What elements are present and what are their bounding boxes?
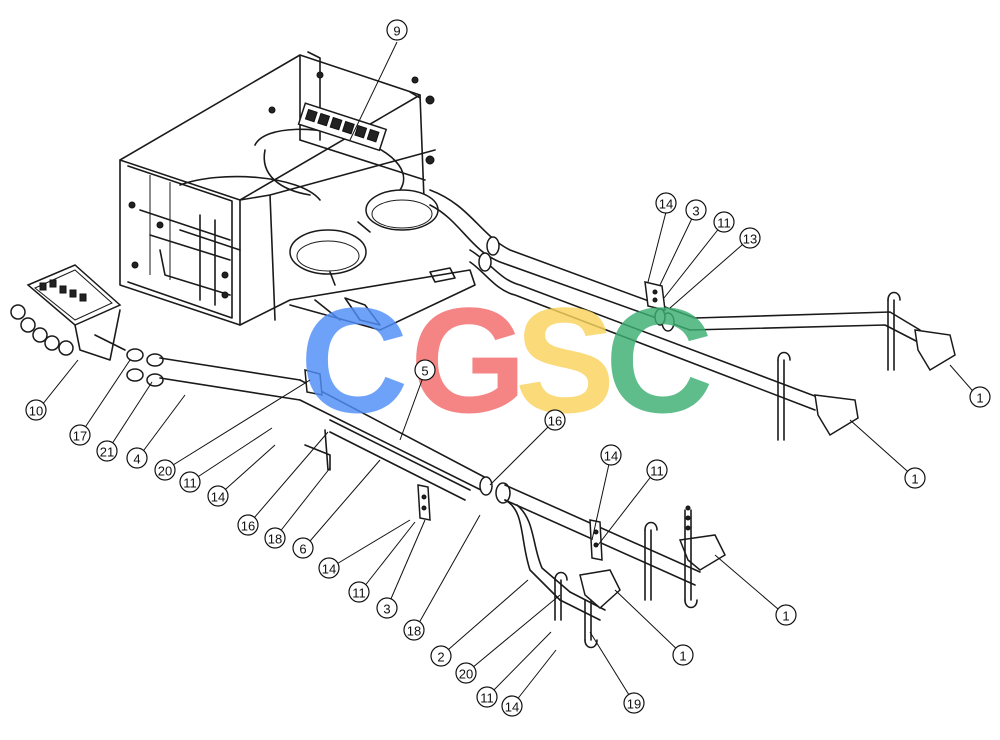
part-callout: 14 [655, 192, 677, 214]
part-callout: 16 [544, 409, 566, 431]
lower-tube-assembly [299, 368, 726, 649]
part-callout-label: 3 [692, 204, 699, 219]
part-callout-label: 18 [268, 532, 282, 547]
part-callout: 3 [376, 597, 398, 619]
part-callout-label: 10 [29, 404, 43, 419]
part-callout: 14 [318, 557, 340, 579]
part-callout: 5 [414, 359, 436, 381]
part-callout: 1 [775, 604, 797, 626]
part-callout: 14 [600, 444, 622, 466]
part-callout: 11 [348, 581, 370, 603]
part-callout-label: 17 [73, 429, 87, 444]
part-callout-label: 6 [299, 542, 306, 557]
part-callout-label: 16 [548, 414, 562, 429]
watermark-letter: S [515, 276, 615, 444]
part-callout-label: 21 [100, 445, 114, 460]
part-callout-label: 18 [407, 624, 421, 639]
part-callout: 17 [69, 424, 91, 446]
part-callout-label: 4 [133, 452, 140, 467]
part-callout-label: 14 [322, 562, 336, 577]
part-callout-label: 16 [241, 519, 255, 534]
part-callout-label: 13 [743, 232, 757, 247]
part-callout-label: 11 [352, 586, 366, 601]
part-callout-label: 20 [459, 667, 473, 682]
part-callout: 10 [25, 399, 47, 421]
watermark-letter: C [300, 276, 408, 444]
part-callout: 18 [264, 527, 286, 549]
part-callout: 2 [430, 645, 452, 667]
part-callout-label: 14 [211, 490, 225, 505]
part-callout-label: 9 [393, 24, 400, 39]
part-callout-label: 11 [183, 476, 197, 491]
part-callout-label: 1 [679, 649, 686, 664]
part-callout-label: 19 [627, 697, 641, 712]
part-callout: 18 [403, 619, 425, 641]
watermark-letter: C [605, 276, 713, 444]
part-callout: 1 [904, 467, 926, 489]
part-callout: 4 [126, 447, 148, 469]
left-valve-block [10, 264, 301, 401]
part-callout: 21 [96, 440, 118, 462]
part-callout: 14 [501, 695, 523, 717]
leader-lines [37, 41, 979, 707]
part-callout: 11 [476, 686, 498, 708]
watermark-letter: G [410, 276, 527, 444]
part-callout: 11 [179, 471, 201, 493]
part-callout: 3 [685, 199, 707, 221]
watermark: C G S C [300, 276, 713, 444]
part-callout: 11 [713, 211, 735, 233]
part-callout: 6 [292, 537, 314, 559]
part-callout: 20 [455, 662, 477, 684]
part-callout: 11 [646, 459, 668, 481]
part-callout-label: 2 [437, 650, 444, 665]
part-callout-label: 1 [782, 609, 789, 624]
part-callout-label: 11 [480, 691, 494, 706]
part-callout: 1 [969, 386, 991, 408]
part-callout: 16 [237, 514, 259, 536]
upper-tube-assembly [429, 189, 956, 441]
part-callout-label: 14 [604, 449, 618, 464]
part-callout-label: 3 [383, 602, 390, 617]
part-callout: 20 [154, 459, 176, 481]
part-callout: 1 [672, 644, 694, 666]
part-callout-label: 5 [421, 364, 428, 379]
part-callout-label: 20 [158, 464, 172, 479]
part-callout: 14 [207, 485, 229, 507]
part-callout-label: 1 [911, 472, 918, 487]
part-callout: 13 [739, 227, 761, 249]
part-callout-label: 14 [505, 700, 519, 715]
part-callout-label: 11 [650, 464, 664, 479]
part-callout-label: 1 [976, 391, 983, 406]
part-callout: 19 [623, 692, 645, 714]
part-callout-label: 11 [717, 216, 731, 231]
part-callout: 9 [386, 19, 408, 41]
part-callout-label: 14 [659, 197, 673, 212]
